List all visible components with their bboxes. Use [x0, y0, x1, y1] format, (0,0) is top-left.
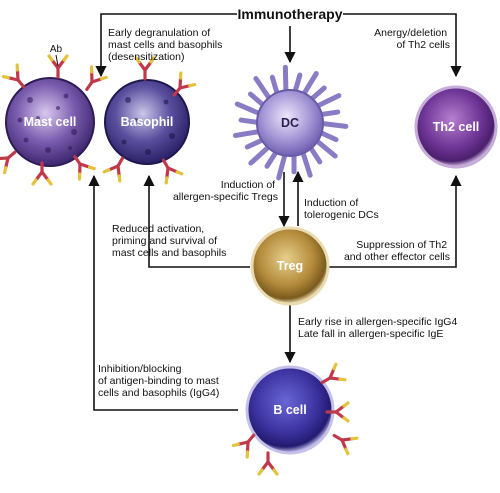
ab-label: Ab	[50, 44, 63, 55]
arrow-treg-to-basophil	[143, 174, 250, 268]
antibody-icon	[320, 362, 347, 385]
arrow-treg-to-th2	[327, 174, 462, 268]
antibody-icon	[161, 158, 184, 185]
antibody-icon	[73, 155, 96, 181]
bcell-label: B cell	[273, 403, 306, 417]
degranulation-text: Early degranulation of mast cells and ba…	[108, 27, 225, 63]
basophil: Basophil	[104, 79, 190, 165]
induction-tregs-text: Induction of allergen-specific Tregs	[173, 179, 278, 203]
antibody-icon	[102, 156, 125, 183]
antibody-icon	[257, 451, 279, 476]
induction-dcs-text: Induction of tolerogenic DCs	[304, 197, 379, 221]
antibody-icon	[172, 71, 197, 97]
antibody-icon	[0, 150, 17, 175]
inhibition-text: Inhibition/blocking of antigen-binding t…	[98, 363, 222, 399]
th2-label: Th2 cell	[433, 120, 480, 134]
antibodies	[0, 54, 359, 476]
suppression-th2-text: Suppression of Th2 and other effector ce…	[344, 239, 450, 263]
ab-label-leader	[55, 54, 59, 67]
igg4-ige-text: Early rise in allergen-specific IgG4 Lat…	[298, 316, 460, 340]
treg-label: Treg	[277, 259, 303, 273]
dc-label: DC	[281, 116, 299, 130]
treg-cell: Treg	[250, 226, 330, 306]
antibody-icon	[231, 433, 256, 459]
reduced-activation-text: Reduced activation, priming and survival…	[112, 223, 226, 259]
b-cell: B cell	[245, 365, 335, 455]
antibody-icon	[332, 433, 359, 456]
arrow-bcell-to-mast	[88, 174, 238, 411]
arrow-immuno-to-mast	[95, 13, 237, 78]
antibody-icon	[134, 56, 156, 81]
dendritic-cell: DC	[232, 64, 349, 181]
antibody-icon	[31, 161, 53, 186]
antibody-icon	[325, 401, 350, 423]
antibody-icon	[1, 63, 26, 89]
mast-cell: Mast cell	[5, 77, 95, 167]
antibody-icon	[47, 54, 69, 79]
th2-cell: Th2 cell	[414, 85, 498, 169]
antibody-icon	[85, 65, 108, 91]
title: Immunotherapy	[237, 6, 342, 22]
mast-cell-label: Mast cell	[24, 115, 77, 129]
arrow-immuno-to-th2	[343, 13, 462, 78]
basophil-label: Basophil	[121, 115, 174, 129]
anergy-text: Anergy/deletion of Th2 cells	[374, 27, 450, 51]
